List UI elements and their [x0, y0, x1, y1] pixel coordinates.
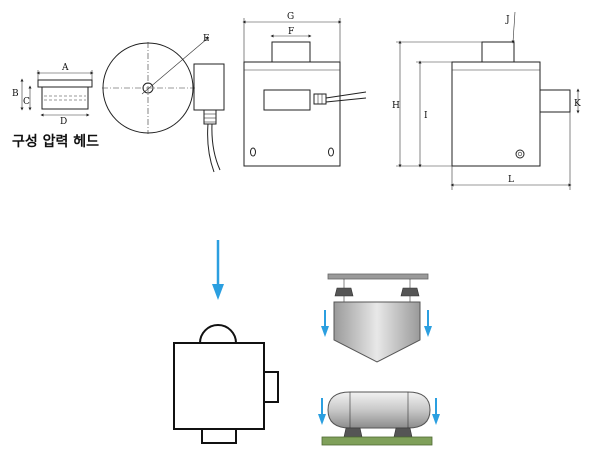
dim-label-g: G — [287, 12, 294, 22]
hopper-application — [321, 273, 432, 363]
dim-label-j: J — [505, 15, 510, 25]
dim-label-e: E — [203, 34, 210, 44]
dim-label-f: F — [288, 27, 294, 37]
load-direction-schematic — [173, 240, 279, 444]
dim-label-l: L — [508, 175, 514, 185]
dim-label-k: K — [574, 99, 581, 109]
dim-label-d: D — [60, 117, 67, 127]
side-view: H I J K L — [392, 11, 581, 190]
pressure-head-caption: 구성 압력 헤드 — [12, 134, 99, 150]
tank-application — [318, 391, 440, 446]
dim-label-i: I — [424, 111, 428, 121]
dim-label-a: A — [61, 63, 69, 73]
pressure-head-detail: A D B C — [12, 63, 94, 127]
front-view: G F — [242, 12, 367, 167]
top-view: E — [102, 34, 225, 173]
dim-label-c: C — [23, 97, 30, 107]
dim-label-h: H — [392, 101, 400, 111]
dim-label-b: B — [12, 89, 19, 99]
